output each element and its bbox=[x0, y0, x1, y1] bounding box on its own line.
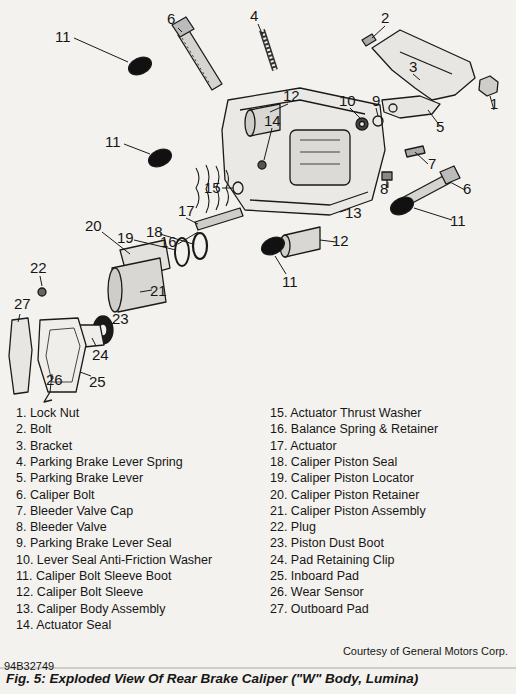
parts-list-item: 13. Caliper Body Assembly bbox=[16, 603, 165, 617]
parts-list-item: 5. Parking Brake Lever bbox=[16, 472, 143, 486]
callout-number: 21 bbox=[150, 283, 167, 300]
parts-list-item: 10. Lever Seal Anti-Friction Washer bbox=[16, 554, 212, 568]
callout-number: 12 bbox=[332, 233, 349, 250]
callout-number: 9 bbox=[372, 93, 380, 110]
figure-caption: Fig. 5: Exploded View Of Rear Brake Cali… bbox=[6, 672, 418, 687]
parts-list-item: 12. Caliper Bolt Sleeve bbox=[16, 586, 143, 600]
callout-number: 6 bbox=[463, 181, 471, 198]
callout-number: 11 bbox=[55, 29, 71, 46]
callout-number: 7 bbox=[428, 156, 436, 173]
parts-list-item: 14. Actuator Seal bbox=[16, 619, 111, 633]
parts-list-item: 1. Lock Nut bbox=[16, 407, 79, 421]
callout-number: 11 bbox=[450, 213, 466, 230]
parts-list-item: 11. Caliper Bolt Sleeve Boot bbox=[16, 570, 171, 584]
callout-number: 12 bbox=[283, 88, 300, 105]
callout-number: 11 bbox=[282, 274, 298, 291]
figure-id: 94B32749 bbox=[4, 660, 54, 672]
callout-number: 13 bbox=[345, 205, 362, 222]
callout-number: 22 bbox=[30, 260, 47, 277]
parts-list-item: 20. Caliper Piston Retainer bbox=[270, 489, 419, 503]
callout-number: 18 bbox=[146, 224, 163, 241]
parts-list-item: 4. Parking Brake Lever Spring bbox=[16, 456, 183, 470]
callout-number: 8 bbox=[380, 181, 388, 198]
callout-number: 24 bbox=[92, 347, 109, 364]
parts-list-item: 27. Outboard Pad bbox=[270, 603, 369, 617]
callout-number: 23 bbox=[112, 311, 129, 328]
callout-number: 4 bbox=[250, 8, 258, 25]
callout-number: 10 bbox=[339, 93, 356, 110]
courtesy-note: Courtesy of General Motors Corp. bbox=[343, 645, 508, 657]
callout-number: 5 bbox=[436, 119, 444, 136]
parts-list-item: 3. Bracket bbox=[16, 440, 72, 454]
callout-number: 26 bbox=[46, 372, 63, 389]
parts-list-item: 25. Inboard Pad bbox=[270, 570, 359, 584]
parts-list-item: 26. Wear Sensor bbox=[270, 586, 364, 600]
parts-list-item: 15. Actuator Thrust Washer bbox=[270, 407, 421, 421]
callout-number: 3 bbox=[409, 59, 417, 76]
callout-number: 15 bbox=[204, 180, 221, 197]
parts-list-item: 6. Caliper Bolt bbox=[16, 489, 95, 503]
parts-list-item: 9. Parking Brake Lever Seal bbox=[16, 537, 172, 551]
parts-list-item: 22. Plug bbox=[270, 521, 316, 535]
parts-list-item: 21. Caliper Piston Assembly bbox=[270, 505, 426, 519]
parts-list-item: 23. Piston Dust Boot bbox=[270, 537, 384, 551]
parts-list-item: 24. Pad Retaining Clip bbox=[270, 554, 394, 568]
callout-number: 19 bbox=[117, 230, 134, 247]
callout-number: 11 bbox=[105, 134, 121, 151]
parts-list-item: 17. Actuator bbox=[270, 440, 337, 454]
callout-number: 6 bbox=[167, 11, 175, 28]
callout-number: 20 bbox=[85, 218, 102, 235]
callout-number: 27 bbox=[14, 296, 31, 313]
callout-number: 25 bbox=[89, 374, 106, 391]
callout-number: 17 bbox=[178, 203, 195, 220]
parts-list-item: 18. Caliper Piston Seal bbox=[270, 456, 397, 470]
callout-number: 1 bbox=[490, 96, 498, 113]
parts-list-item: 2. Bolt bbox=[16, 423, 51, 437]
caption-rule bbox=[0, 668, 516, 669]
parts-list-item: 19. Caliper Piston Locator bbox=[270, 472, 414, 486]
parts-list-item: 8. Bleeder Valve bbox=[16, 521, 107, 535]
parts-list-item: 7. Bleeder Valve Cap bbox=[16, 505, 133, 519]
callout-number: 14 bbox=[264, 113, 281, 130]
callout-number: 2 bbox=[381, 10, 389, 27]
parts-list-item: 16. Balance Spring & Retainer bbox=[270, 423, 438, 437]
